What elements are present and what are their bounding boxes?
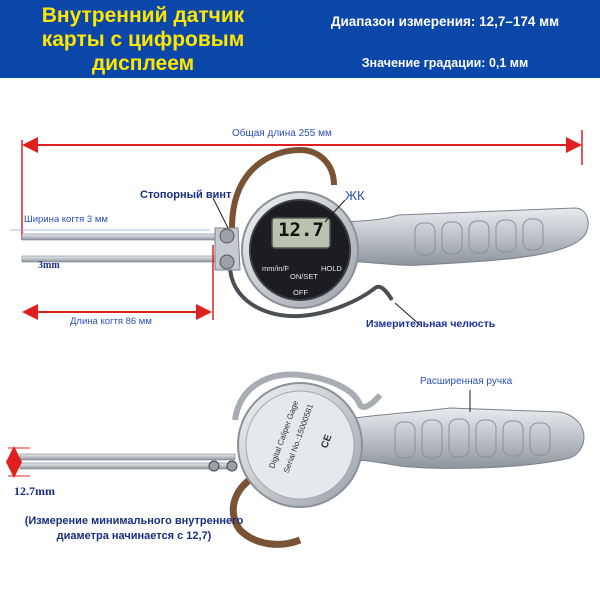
handle-bottom	[339, 407, 585, 469]
brown-arc-top	[229, 146, 337, 229]
upper-claw-top	[21, 233, 228, 241]
back-plate	[245, 390, 355, 500]
measuring-jaw-label: Измерительная челюсть	[366, 318, 496, 330]
lock-screw-icon	[219, 228, 235, 244]
claw-length-label: Длина когтя 86 мм	[70, 316, 152, 327]
handle-grip-bottom	[394, 418, 551, 459]
min-diameter-note: (Измерение минимального внутреннего диам…	[24, 515, 244, 542]
claw-width-label: Ширина когтя 3 мм	[24, 214, 108, 225]
rivet-icon-2	[226, 460, 238, 472]
lock-screw-label: Стопорный винт	[140, 189, 232, 201]
lower-claw-bottom	[19, 462, 236, 470]
handle-grip-top	[414, 218, 544, 256]
header-banner: Внутренний датчик карты с цифровым диспл…	[0, 0, 600, 78]
lock-screw-pointer	[212, 197, 229, 229]
jaw-arc-bottom	[232, 371, 383, 421]
brown-arc-bottom	[229, 466, 302, 548]
gauge-face	[249, 199, 351, 301]
min-diameter-label: 12.7mm	[14, 484, 55, 498]
banner-title: Внутренний датчик карты с цифровым диспл…	[41, 4, 245, 75]
banner-range: Диапазон измерения: 12,7–174 мм	[330, 14, 560, 29]
banner-graduation: Значение градации: 0,1 мм	[361, 56, 529, 70]
lock-screw-icon-2	[219, 254, 235, 270]
lcd-label: ЖК	[345, 188, 365, 203]
off-button[interactable]: OFF	[293, 288, 308, 297]
upper-claw-bottom	[19, 453, 236, 461]
handle-top	[324, 207, 589, 266]
lcd-pointer	[324, 199, 346, 223]
unit-button[interactable]: mm/in/F	[262, 264, 290, 273]
jaw-pointer	[394, 302, 421, 326]
hold-button[interactable]: HOLD	[321, 264, 342, 273]
lcd-screen	[271, 217, 331, 249]
rivet-icon	[208, 460, 220, 472]
jaw-arc-top	[228, 264, 394, 319]
claw-gap-label: 3mm	[38, 260, 60, 271]
total-length-label: Общая длина 255 мм	[232, 128, 332, 139]
extended-handle-label: Расширенная ручка	[420, 376, 513, 387]
on-set-button[interactable]: ON/SET	[290, 272, 318, 281]
lcd-reading: 12.7	[278, 219, 324, 241]
